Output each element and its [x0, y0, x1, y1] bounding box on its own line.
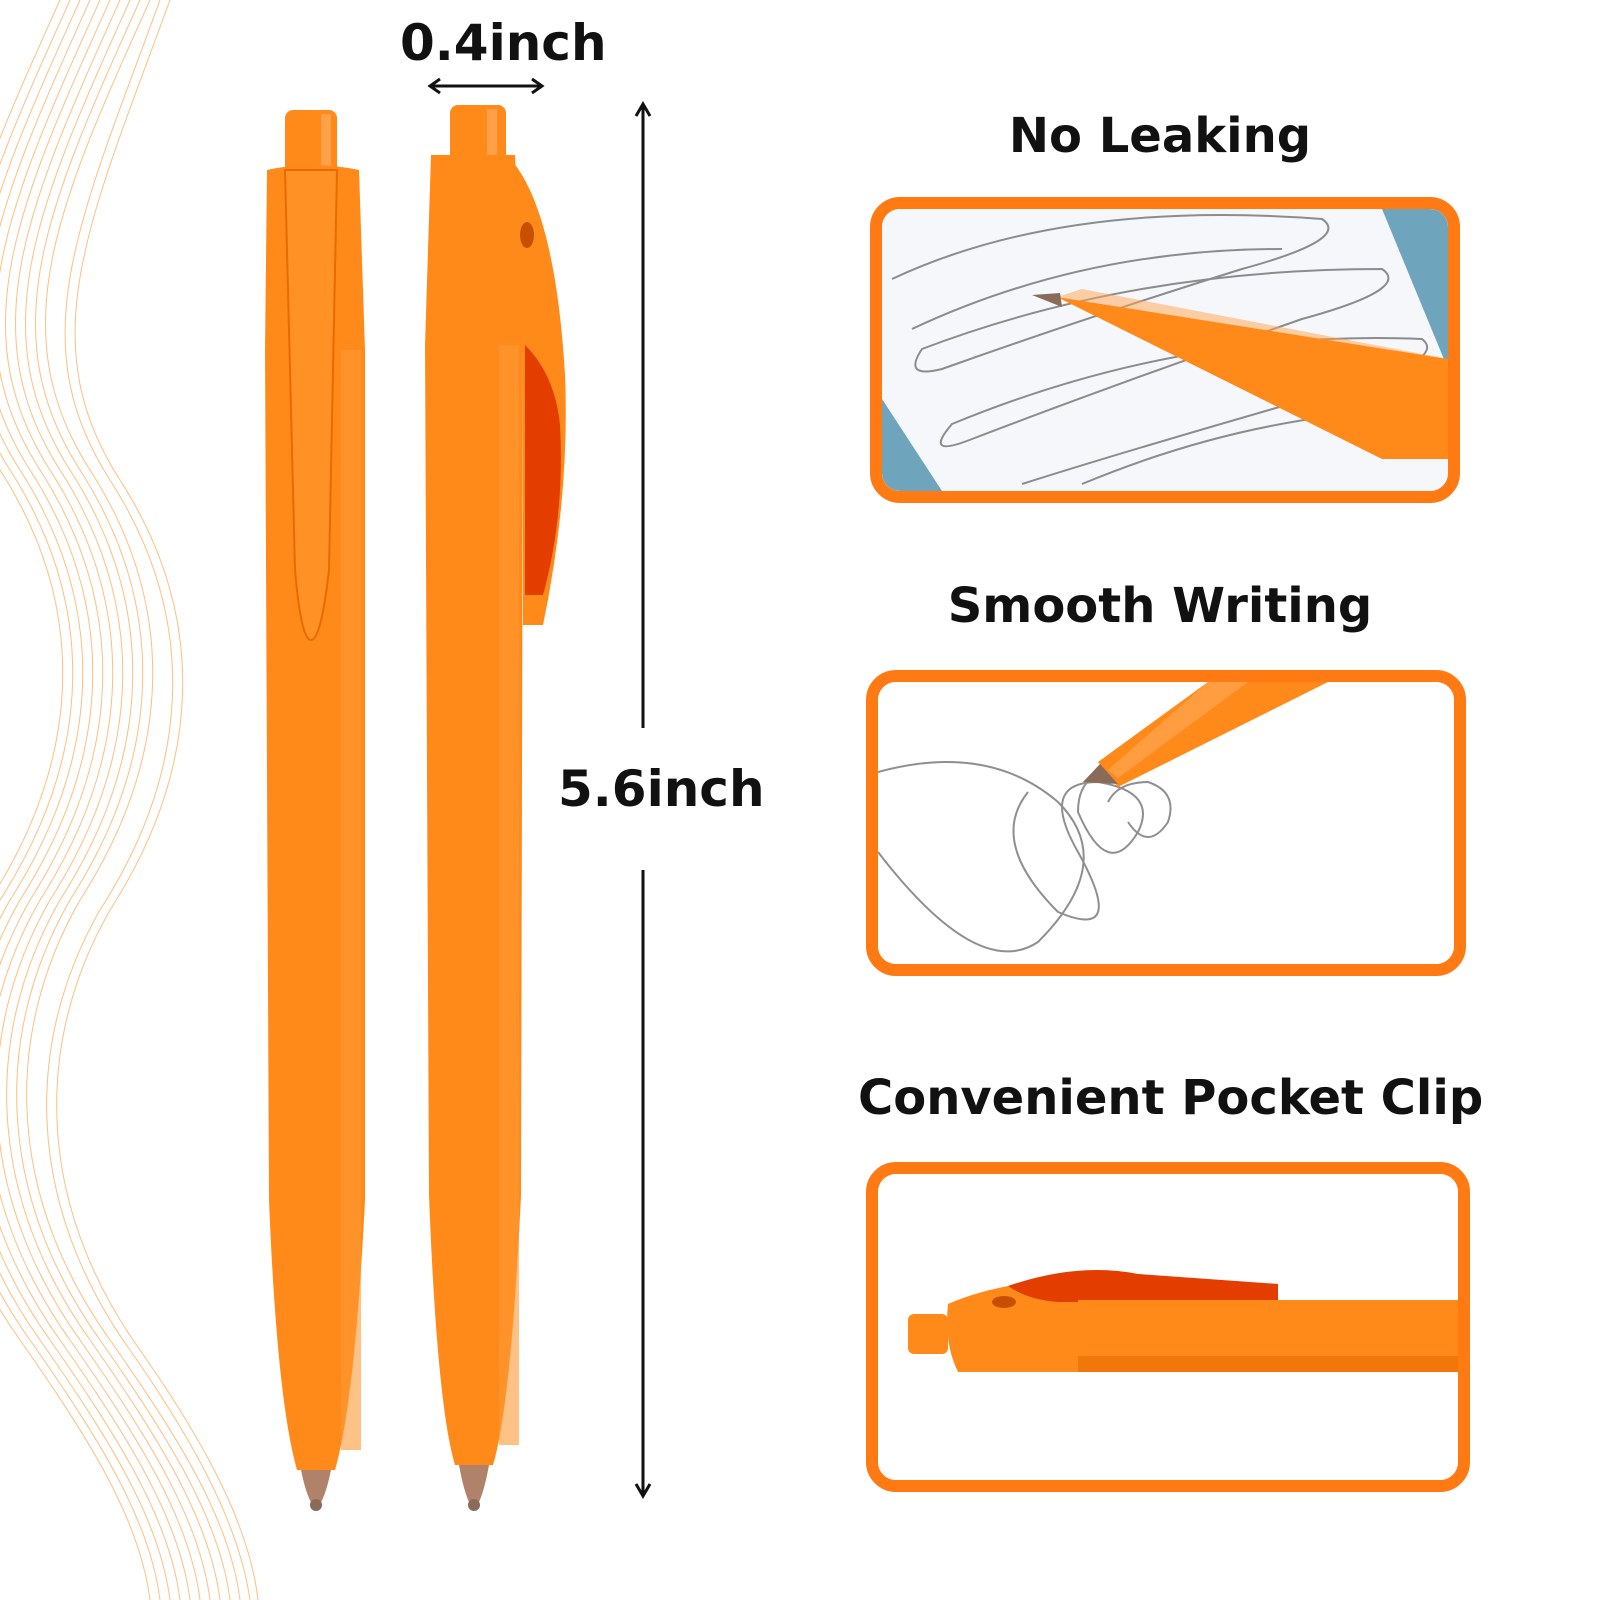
writing-sample-illustration [882, 209, 1448, 491]
pen-front-view [265, 110, 365, 1511]
length-label: 5.6inch [558, 760, 765, 818]
feature-panel-no-leaking [870, 197, 1460, 503]
scribble-illustration [878, 682, 1454, 964]
wave-lines-decoration [0, 0, 259, 1600]
feature-title-smooth-writing: Smooth Writing [947, 578, 1373, 634]
length-arrow [634, 101, 652, 1499]
feature-panel-smooth-writing [866, 670, 1466, 976]
width-arrow [427, 77, 545, 95]
feature-panel-pocket-clip [866, 1162, 1470, 1492]
feature-title-no-leaking: No Leaking [1008, 108, 1312, 164]
pocket-clip-illustration [878, 1174, 1458, 1480]
feature-title-pocket-clip: Convenient Pocket Clip [858, 1070, 1484, 1126]
pen-side-view [425, 105, 566, 1511]
width-label: 0.4inch [400, 14, 607, 72]
